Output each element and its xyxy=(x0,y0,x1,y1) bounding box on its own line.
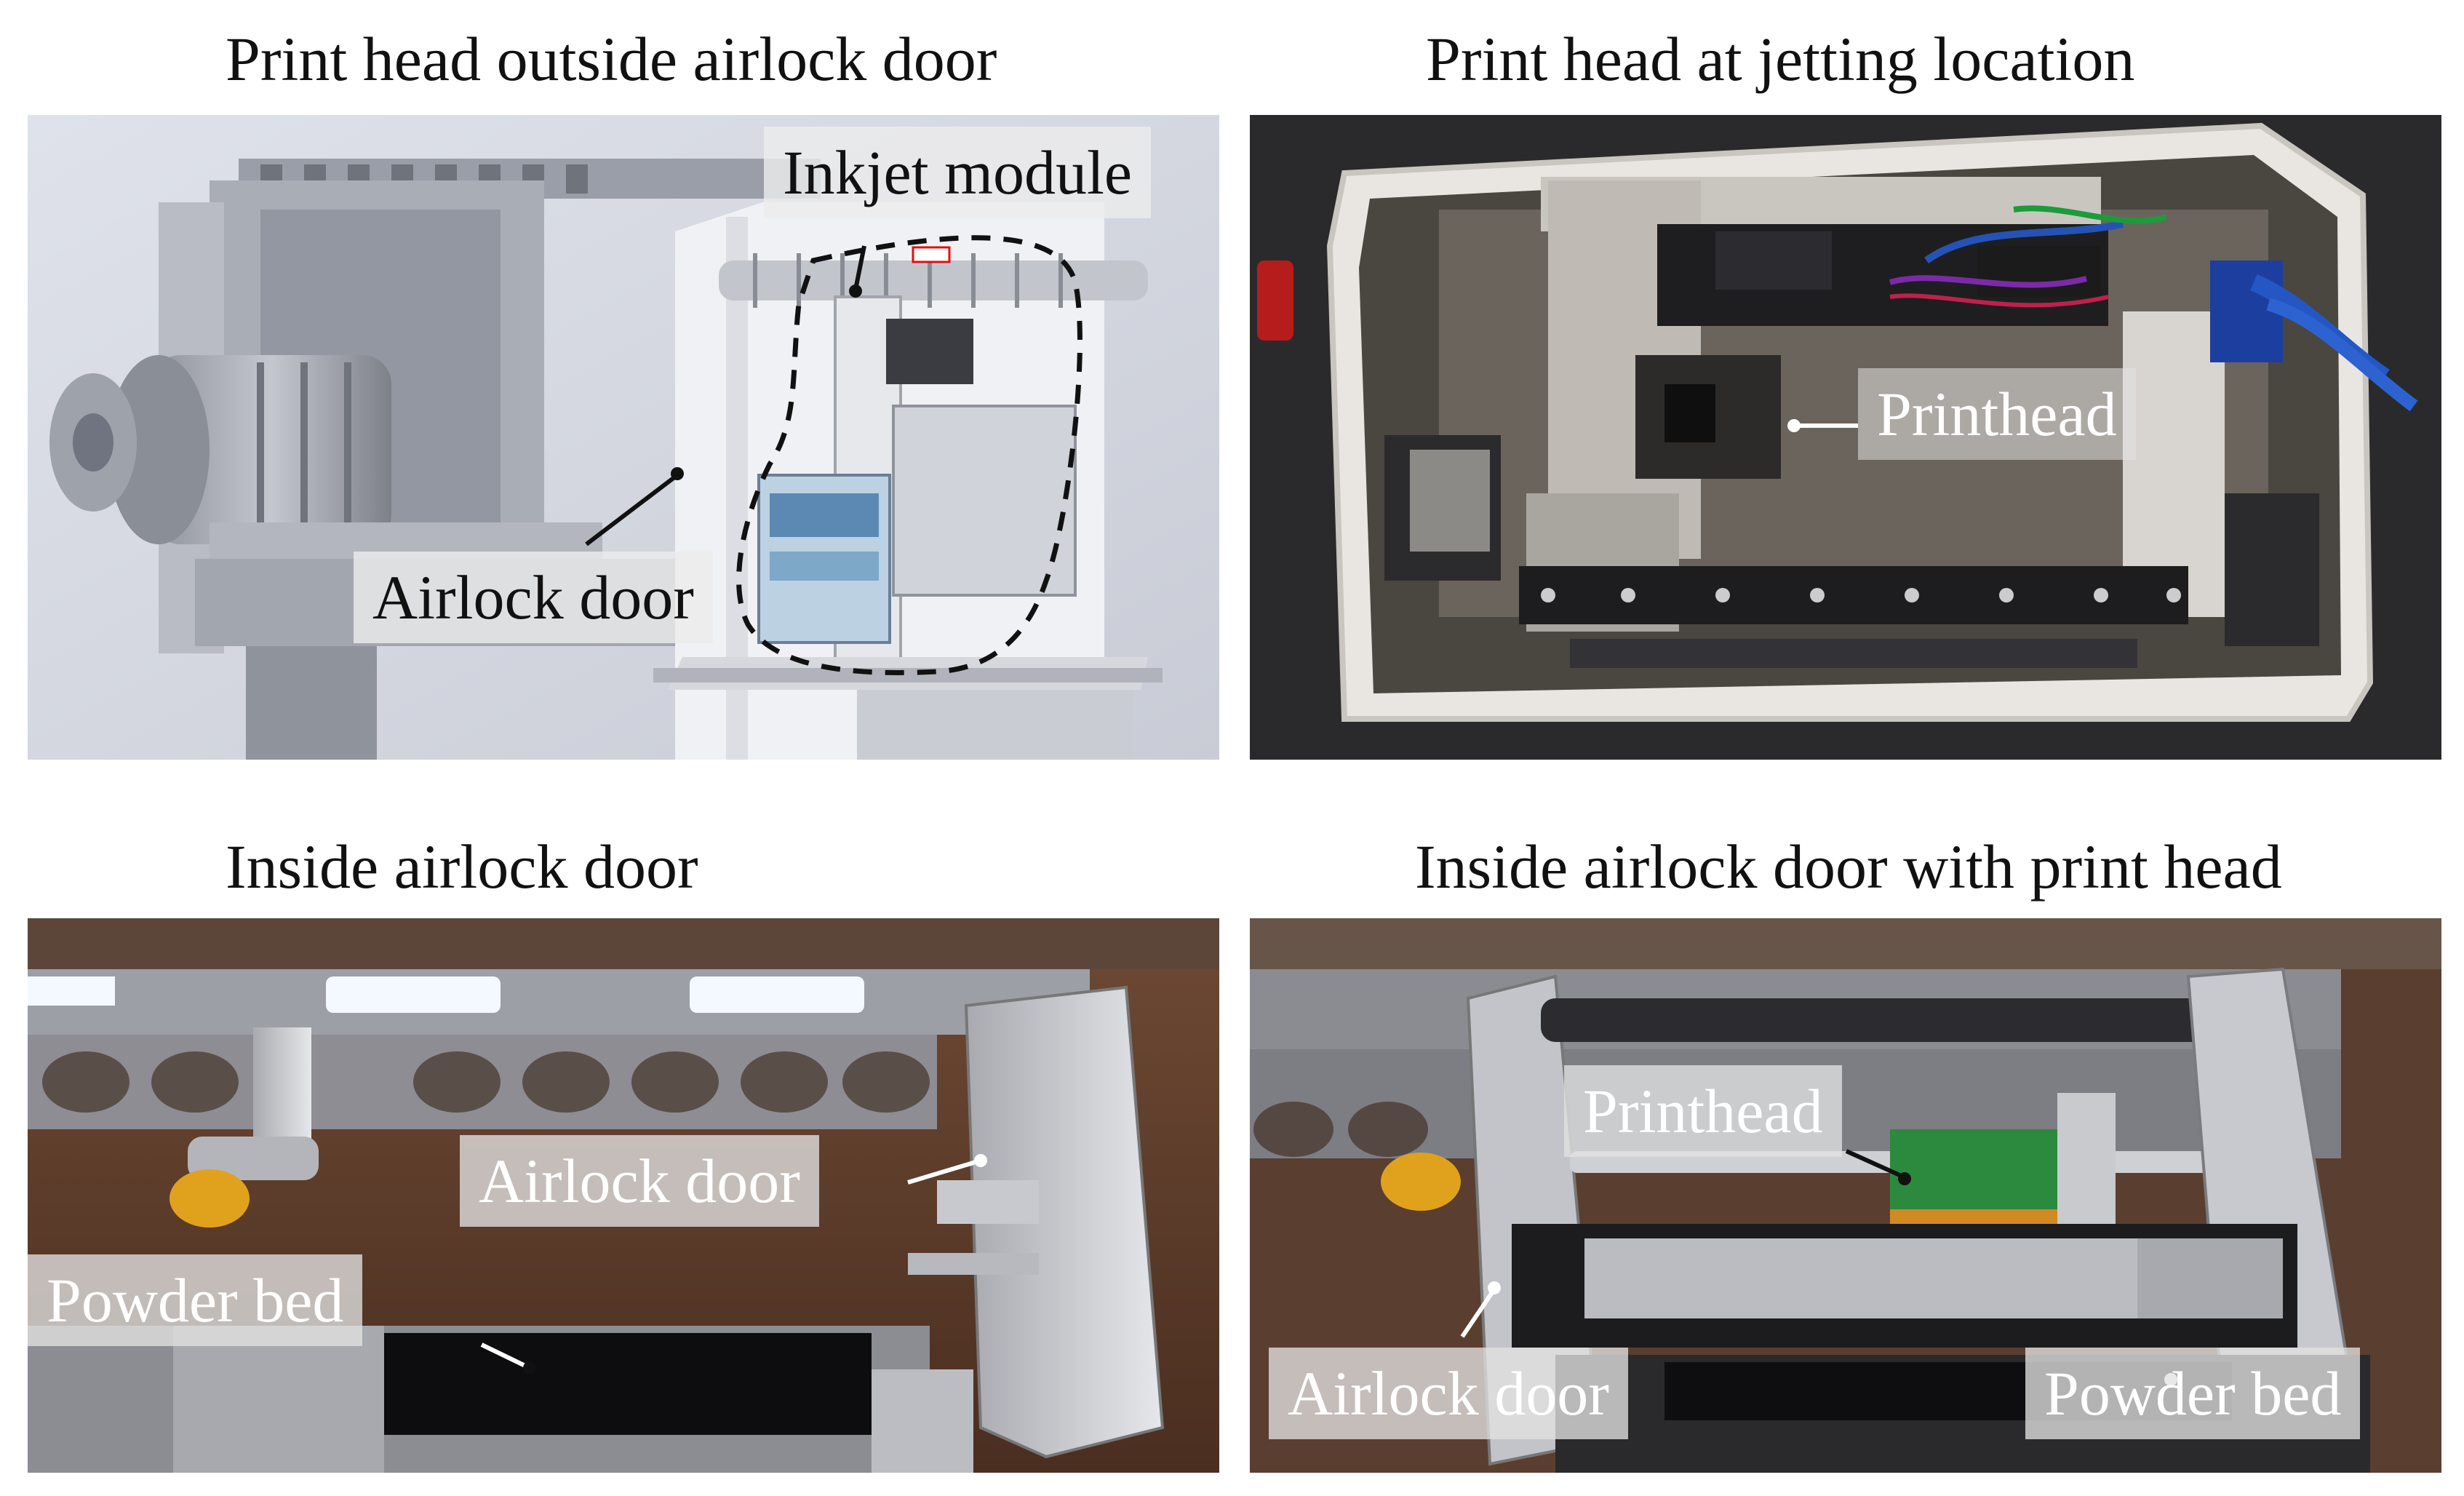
label-powder-bed-printhead-scene: Powder bed xyxy=(2025,1348,2361,1439)
cad-render-illustration xyxy=(28,115,1219,760)
label-printhead-jetting: Printhead xyxy=(1858,368,2136,460)
inside-airlock-photo-panel: Airlock door Powder bed xyxy=(28,918,1219,1473)
jetting-location-illustration xyxy=(1250,115,2441,760)
jetting-location-photo-panel: Printhead xyxy=(1250,115,2441,760)
title-bottom-left: Inside airlock door xyxy=(226,832,698,902)
title-top-left: Print head outside airlock door xyxy=(226,24,997,94)
inside-airlock-printhead-photo-panel: Printhead Airlock door Powder bed xyxy=(1250,918,2441,1473)
cad-render-panel: Inkjet module Airlock door xyxy=(28,115,1219,760)
label-airlock-door-cad: Airlock door xyxy=(354,552,713,643)
label-printhead-inside: Printhead xyxy=(1564,1065,1842,1157)
label-powder-bed-inside: Powder bed xyxy=(28,1254,363,1346)
inside-airlock-illustration xyxy=(28,918,1219,1473)
title-top-right: Print head at jetting location xyxy=(1426,24,2135,94)
title-bottom-right: Inside airlock door with print head xyxy=(1415,832,2282,902)
label-airlock-door-printhead-scene: Airlock door xyxy=(1269,1348,1628,1439)
label-airlock-door-inside: Airlock door xyxy=(460,1135,819,1227)
label-inkjet-module: Inkjet module xyxy=(764,127,1152,218)
